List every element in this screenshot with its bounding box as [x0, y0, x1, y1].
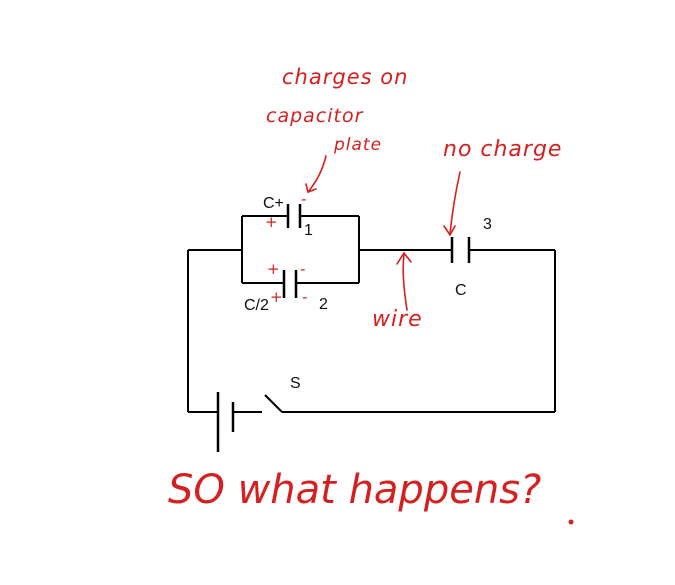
capacitor-2	[282, 270, 298, 298]
annotation-question: SO what happens?	[168, 467, 541, 513]
capacitor-1-minus-mark: -	[301, 190, 307, 208]
capacitor-2-number: 2	[319, 296, 328, 313]
arrow-no-charge-head	[443, 225, 456, 237]
capacitor-2-plus-top-mark: +	[267, 260, 281, 278]
switch	[264, 394, 283, 413]
capacitor-2-minus-top-mark: -	[300, 260, 306, 278]
arrow-charges	[307, 155, 327, 193]
switch-label: S	[290, 375, 301, 392]
annotation-charges-line1: charges on	[282, 65, 408, 89]
capacitor-1	[286, 204, 302, 228]
capacitor-3-label: C	[455, 282, 467, 299]
circuit-wires	[187, 215, 556, 413]
switch-lever	[264, 394, 283, 413]
capacitor-2-plus-bottom-mark: +	[270, 288, 284, 306]
annotation-no-charge: no charge	[443, 137, 562, 162]
capacitor-1-number: 1	[304, 222, 313, 239]
battery	[216, 392, 235, 452]
arrow-wire	[402, 253, 408, 311]
capacitor-1-label-c: C+	[263, 195, 284, 212]
annotation-wire: wire	[372, 307, 423, 332]
question-dot	[568, 519, 574, 525]
arrow-charges-head	[305, 183, 317, 194]
capacitor-2-label: C/2	[244, 297, 269, 314]
capacitor-1-plus-mark: +	[265, 213, 279, 231]
capacitor-2-minus-bottom-mark: -	[302, 288, 308, 306]
arrow-wire-head	[396, 251, 412, 265]
capacitor-3-number: 3	[483, 216, 492, 233]
capacitor-3	[450, 237, 471, 263]
annotation-charges-line2: capacitor	[266, 105, 364, 127]
annotation-charges-line3: plate	[333, 135, 382, 155]
arrow-no-charge	[449, 171, 461, 235]
